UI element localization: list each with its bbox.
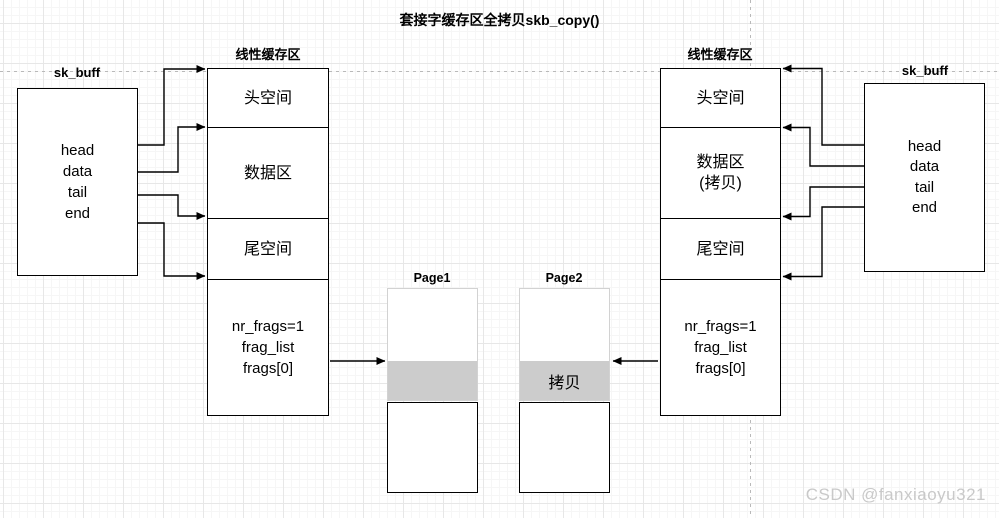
right-frags-line-nrfrags: nr_frags=1 [684,318,757,335]
right-head-room-cell: 头空间 [661,69,780,128]
left-frags-line-frags0: frags[0] [242,360,294,377]
right-skbuff-label: sk_buff [901,63,949,78]
right-frags-line-frags0: frags[0] [695,360,746,377]
connector-left-tail-to-tailroom [138,194,206,220]
page2-upper-box: 拷贝 [519,288,610,401]
right-skbuff-field-tail: tail [914,178,935,196]
right-data-area-line2: (拷贝) [699,175,742,192]
left-skbuff-field-tail: tail [67,184,88,201]
left-linear-label: 线性缓存区 [235,47,301,62]
right-data-area-line1: 数据区 [696,154,745,171]
connector-right-data-to-dataarea [782,123,864,167]
left-frags-line-fraglist: frag_list [241,339,295,356]
page1-label: Page1 [413,271,451,285]
page1-upper-box [387,288,478,401]
connector-right-tail-to-tailroom [782,186,864,221]
connector-left-data-to-dataarea [138,123,206,173]
right-tail-room-cell: 尾空间 [661,219,780,280]
left-skbuff-label: sk_buff [53,65,101,80]
left-head-room-cell: 头空间 [208,69,328,128]
right-skbuff-field-head: head [907,137,942,155]
connector-right-end-to-bufferend [782,206,864,281]
right-linear-label: 线性缓存区 [687,47,753,62]
page-guide-horizontal [0,71,999,72]
right-data-area-cell: 数据区 (拷贝) [661,128,780,219]
page2-label: Page2 [545,271,583,285]
page1-lower-box [387,402,478,493]
right-skbuff-fields: head data tail end [908,137,941,219]
connector-left-head-to-headroom [138,65,206,146]
left-skbuff-field-head: head [60,142,95,159]
left-frags-line-nrfrags: nr_frags=1 [231,318,305,335]
page1-copied-band [388,361,477,400]
left-skbuff-field-data: data [62,163,93,180]
right-skbuff-box: head data tail end [864,83,985,272]
right-frags-cell: nr_frags=1 frag_list frags[0] [661,280,780,415]
right-frags-line-fraglist: frag_list [694,339,747,356]
left-linear-box: 头空间 数据区 尾空间 nr_frags=1 frag_list frags[0… [207,68,329,416]
right-skbuff-field-end: end [911,199,938,216]
page-title: 套接字缓存区全拷贝skb_copy() [399,12,600,28]
watermark: CSDN @fanxiaoyu321 [805,485,986,504]
left-frags-cell: nr_frags=1 frag_list frags[0] [208,280,328,415]
left-tail-room-cell: 尾空间 [208,219,328,280]
right-linear-box: 头空间 数据区 (拷贝) 尾空间 nr_frags=1 frag_list fr… [660,68,781,416]
left-data-area-cell: 数据区 [208,128,328,219]
connector-left-end-to-bufferend [138,222,206,280]
connector-right-head-to-headroom [782,64,864,146]
left-skbuff-box: head data tail end [17,88,138,276]
left-skbuff-fields: head data tail end [61,140,94,224]
page2-copied-band: 拷贝 [520,361,609,400]
left-skbuff-field-end: end [64,205,91,222]
right-skbuff-field-data: data [909,158,940,175]
page2-lower-box [519,402,610,493]
